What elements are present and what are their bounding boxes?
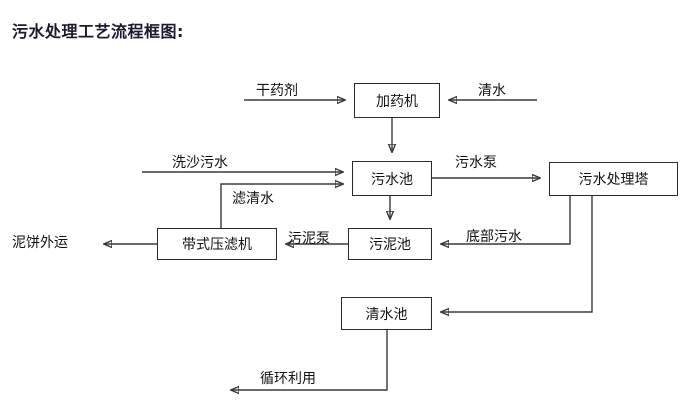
edge-label-ganyaoji: 干药剂 xyxy=(256,83,298,99)
node-daishiyalvji-label: 带式压滤机 xyxy=(182,237,252,253)
edge-label-wushuibeng: 污水泵 xyxy=(455,155,497,171)
node-wushuichi-label: 污水池 xyxy=(371,171,413,188)
node-wushuichulita-label: 污水处理塔 xyxy=(578,172,649,188)
edge-label-lvqingshui: 滤清水 xyxy=(232,191,274,207)
node-wushuichulita[interactable]: 污水处理塔 xyxy=(549,162,678,196)
edge-label-xishawushui: 洗沙污水 xyxy=(172,155,228,171)
wire-wushuita-to-qingshuichi xyxy=(441,196,593,312)
edge-label-nibingwaiyun: 泥饼外运 xyxy=(12,235,68,251)
edge-label-xunhuanliyong: 循环利用 xyxy=(260,371,316,387)
node-wunichi[interactable]: 污泥池 xyxy=(348,228,432,260)
node-daishiyalvji[interactable]: 带式压滤机 xyxy=(157,228,277,260)
wire-wushuita-to-wunichi xyxy=(441,196,571,244)
node-qingshuichi[interactable]: 清水池 xyxy=(341,297,432,330)
wire-qingshuichi-to-xunhuan xyxy=(231,330,388,390)
page-title: 污水处理工艺流程框图: xyxy=(12,22,184,41)
node-wushuichi[interactable]: 污水池 xyxy=(352,161,432,196)
node-jiayaoji[interactable]: 加药机 xyxy=(354,83,440,118)
edge-label-qingshui: 清水 xyxy=(478,83,506,99)
wire-lvqingshui-to-wushuichi xyxy=(220,184,343,228)
edge-label-dibuwushui: 底部污水 xyxy=(466,229,522,245)
node-qingshuichi-label: 清水池 xyxy=(365,306,408,323)
node-jiayaoji-label: 加药机 xyxy=(376,93,418,110)
edge-label-wunibeng: 污泥泵 xyxy=(288,231,330,247)
node-wunichi-label: 污泥池 xyxy=(369,237,411,253)
